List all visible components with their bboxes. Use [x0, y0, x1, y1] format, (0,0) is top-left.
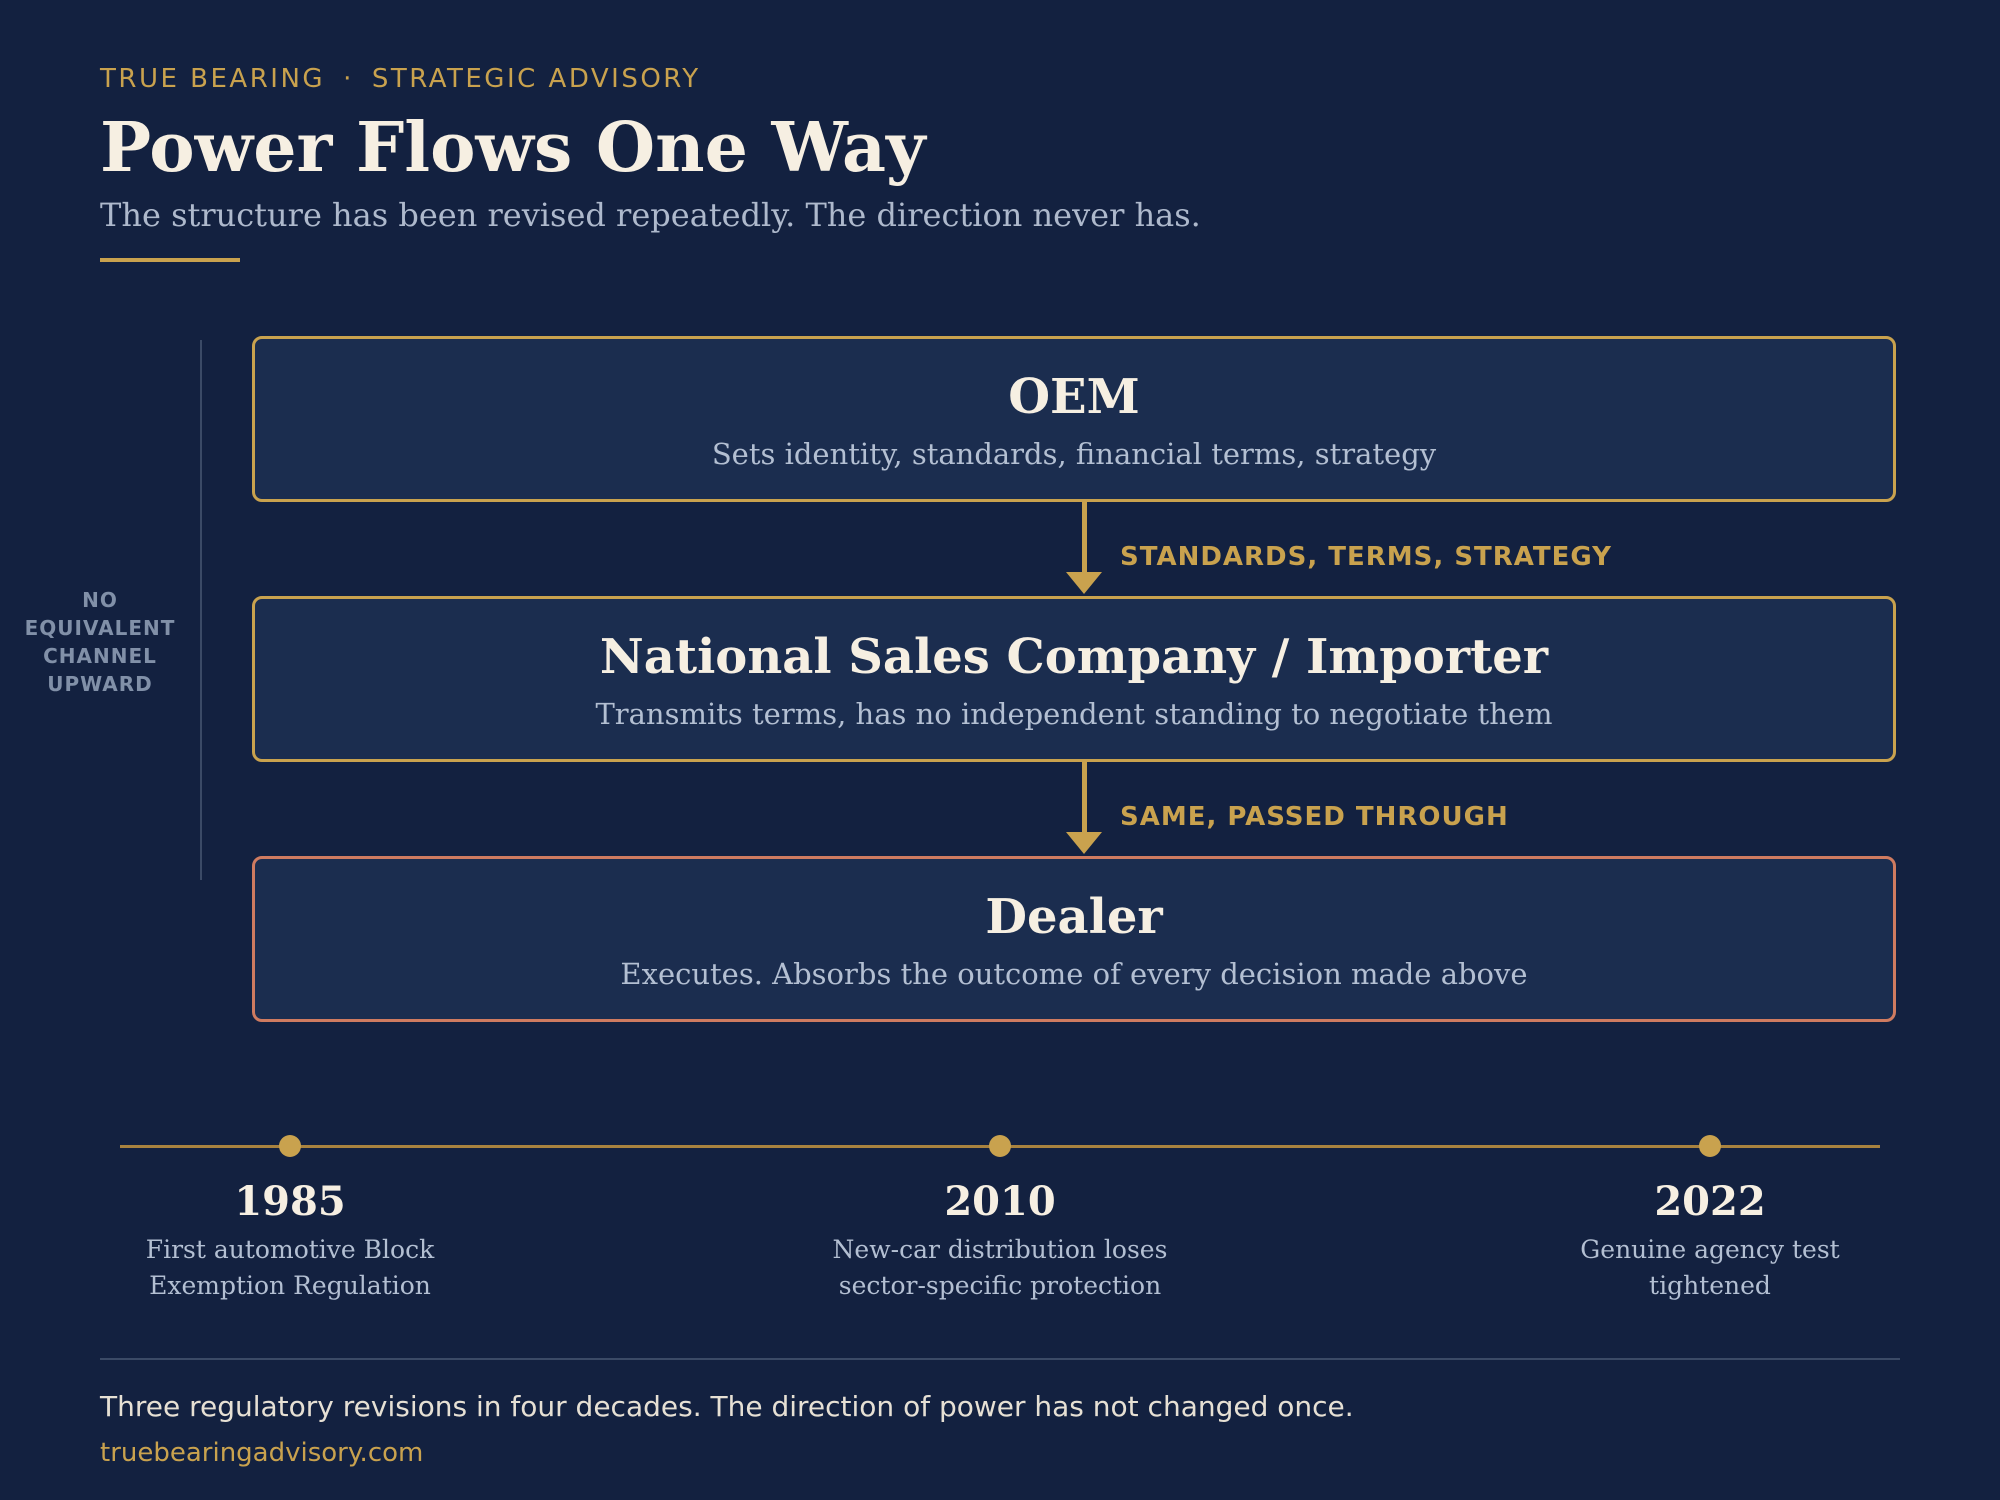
node-title: OEM	[1008, 369, 1140, 425]
node-oem: OEM Sets identity, standards, financial …	[252, 336, 1896, 502]
footer-url-link[interactable]: truebearingadvisory.com	[100, 1438, 424, 1468]
node-description: Sets identity, standards, financial term…	[711, 437, 1437, 471]
timeline-description-line: New-car distribution loses	[832, 1235, 1168, 1264]
node-importer: National Sales Company / Importer Transm…	[252, 596, 1896, 762]
brand-name: TRUE BEARING	[100, 64, 326, 94]
timeline-description: First automotive Block Exemption Regulat…	[90, 1232, 490, 1304]
flow-arrow-head-icon	[1066, 572, 1102, 594]
flow-arrow-head-icon	[1066, 832, 1102, 854]
node-title: Dealer	[985, 889, 1163, 945]
timeline-description-line: First automotive Block	[145, 1235, 435, 1264]
eyebrow: TRUE BEARING · STRATEGIC ADVISORY	[100, 64, 701, 94]
side-note: NO EQUIVALENT CHANNEL UPWARD	[20, 586, 180, 698]
timeline-description-line: tightened	[1649, 1271, 1771, 1300]
timeline-year: 1985	[234, 1178, 346, 1225]
timeline-event: 2022 Genuine agency test tightened	[1510, 1178, 1910, 1304]
timeline-marker	[279, 1135, 301, 1157]
side-note-line: UPWARD	[47, 672, 153, 696]
node-dealer: Dealer Executes. Absorbs the outcome of …	[252, 856, 1896, 1022]
side-divider	[200, 340, 202, 880]
timeline-event: 1985 First automotive Block Exemption Re…	[90, 1178, 490, 1304]
timeline-description-line: Genuine agency test	[1580, 1235, 1840, 1264]
eyebrow-separator: ·	[343, 64, 354, 94]
flow-label: STANDARDS, TERMS, STRATEGY	[1120, 542, 1613, 572]
timeline-description-line: sector-specific protection	[838, 1271, 1162, 1300]
footer-divider	[100, 1358, 1900, 1360]
timeline-description-line: Exemption Regulation	[149, 1271, 431, 1300]
node-title: National Sales Company / Importer	[599, 629, 1549, 685]
flow-arrow-shaft	[1082, 502, 1087, 574]
side-note-line: NO	[82, 588, 118, 612]
division-name: STRATEGIC ADVISORY	[371, 64, 701, 94]
timeline-description: Genuine agency test tightened	[1510, 1232, 1910, 1304]
flow-label: SAME, PASSED THROUGH	[1120, 802, 1509, 832]
title-underline	[100, 258, 240, 262]
timeline-event: 2010 New-car distribution loses sector-s…	[800, 1178, 1200, 1304]
timeline-year: 2022	[1654, 1178, 1766, 1225]
node-description: Executes. Absorbs the outcome of every d…	[620, 957, 1528, 991]
page-subtitle: The structure has been revised repeatedl…	[100, 196, 1201, 234]
footer-statement: Three regulatory revisions in four decad…	[100, 1390, 1354, 1423]
node-description: Transmits terms, has no independent stan…	[595, 697, 1553, 731]
side-note-line: EQUIVALENT	[24, 616, 176, 640]
timeline-year: 2010	[944, 1178, 1056, 1225]
flow-arrow-shaft	[1082, 762, 1087, 834]
side-note-line: CHANNEL	[43, 644, 157, 668]
timeline-marker	[1699, 1135, 1721, 1157]
page-title: Power Flows One Way	[100, 108, 926, 188]
timeline-description: New-car distribution loses sector-specif…	[800, 1232, 1200, 1304]
timeline-marker	[989, 1135, 1011, 1157]
